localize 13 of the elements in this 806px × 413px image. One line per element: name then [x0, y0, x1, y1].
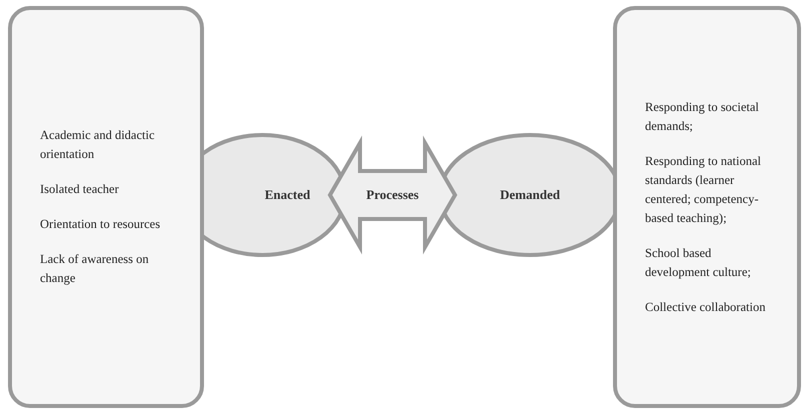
list-item-text: Lack of awareness on change	[40, 251, 150, 287]
list-item-text: School based development culture;	[645, 244, 752, 281]
list-item-text: Isolated teacher	[40, 181, 120, 198]
list-item-text: Academic and didactic orientation	[40, 127, 156, 163]
list-item-text: Responding to national standards (learner centered; competency-based teaching);	[645, 152, 762, 227]
ellipse-label: Enacted	[264, 187, 310, 203]
list-item-text: Collective collaboration	[645, 298, 766, 316]
list-item-text: Responding to societal demands;	[645, 98, 760, 134]
rounded-box	[8, 6, 204, 408]
ellipse-label: Demanded	[500, 187, 560, 203]
double-block-arrow	[328, 136, 458, 254]
rounded-box	[613, 6, 801, 408]
list-item-text: Orientation to resources	[40, 216, 162, 233]
